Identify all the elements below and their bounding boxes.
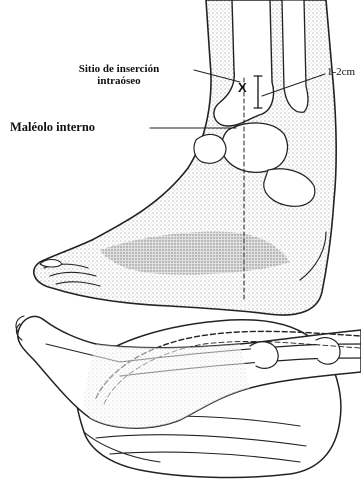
insertion-site-label-line1: Sitio de inserción <box>44 64 194 76</box>
medial-malleolus-label: Maléolo interno <box>10 121 95 134</box>
distance-label: 1-2cm <box>327 67 355 79</box>
foot-drawing <box>34 0 336 315</box>
insertion-site-label-line2: intraóseo <box>44 76 194 88</box>
insertion-site-label: Sitio de inserción intraóseo <box>44 64 194 87</box>
knee-joint-bone <box>316 338 340 365</box>
fibula <box>282 0 308 112</box>
navicular <box>194 134 226 163</box>
talus <box>222 123 288 172</box>
insertion-marker: X <box>238 80 247 95</box>
